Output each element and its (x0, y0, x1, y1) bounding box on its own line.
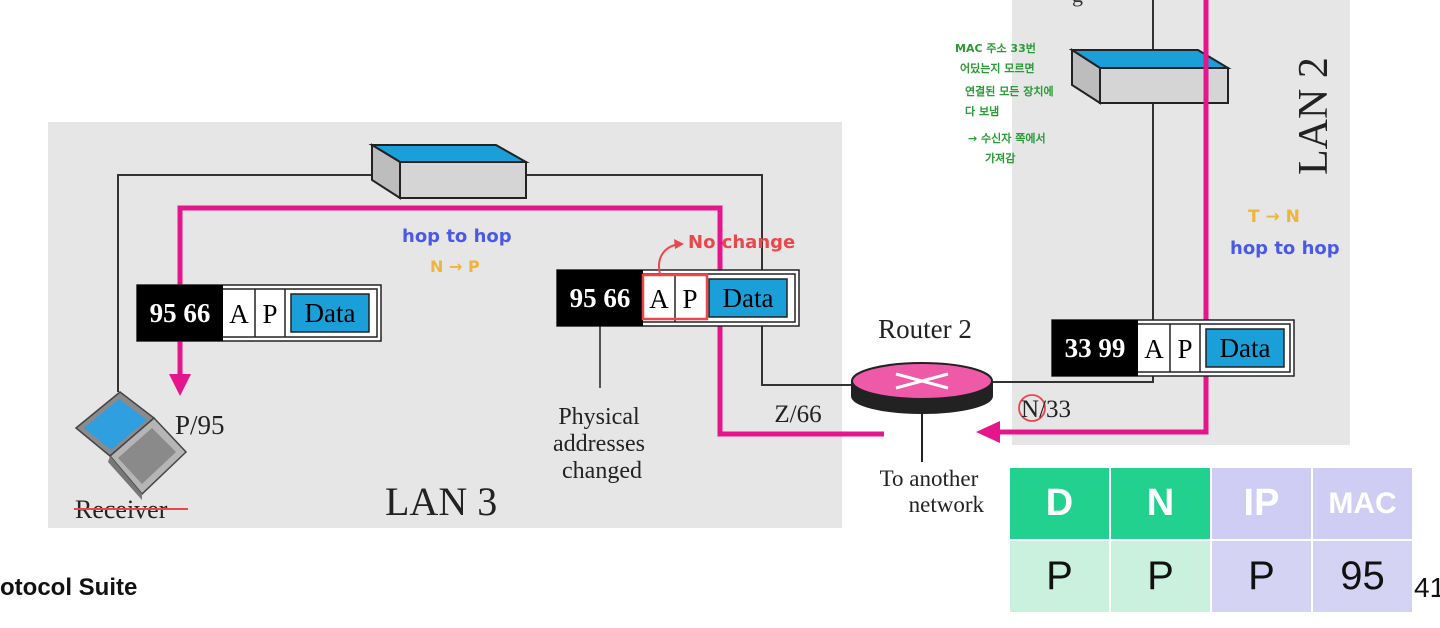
annot-no-change: No change (688, 232, 795, 253)
frame-mid (556, 269, 800, 327)
phys-note: Physical addresses changed (553, 404, 651, 484)
frame-left-data: Data (305, 298, 356, 328)
frame-mid-a: A (649, 284, 669, 314)
frame-mid-addr: 95 66 (570, 283, 631, 313)
frame-left-a: A (229, 299, 249, 329)
router-label: Router 2 (878, 314, 972, 344)
frame-mid-data: Data (723, 283, 774, 313)
annot-korean-note: MAC 주소 33번 어딨는지 모르면 연결된 모든 장치에 다 보냄 → 수신… (955, 41, 1057, 165)
port-p-label: P/95 (175, 410, 225, 440)
annot-t-to-n: T → N (1248, 207, 1300, 227)
frame-left-p: P (262, 299, 277, 329)
annot-hop-left: hop to hop (402, 226, 512, 247)
annot-n-to-p: N → P (430, 257, 480, 276)
table-header-n: N (1111, 468, 1210, 539)
packet-path (169, 0, 1209, 443)
table-header-d: D (1010, 468, 1109, 539)
lan2-label: LAN 2 (1291, 57, 1337, 175)
address-table: D N IP MAC P P P 95 (1008, 466, 1414, 614)
footer-text: otocol Suite (0, 574, 138, 601)
frame-right-p: P (1177, 334, 1192, 364)
switch-lan3 (368, 143, 530, 200)
laptop-icon (74, 391, 188, 500)
table-cell-d: P (1010, 541, 1109, 612)
to-another-network: To another network (880, 466, 985, 517)
lan2-wire (992, 102, 1154, 383)
table-header-mac: MAC (1313, 468, 1412, 539)
table-cell-mac: 95 (1313, 541, 1412, 612)
frame-left-addr: 95 66 (150, 298, 211, 328)
table-row: P P P 95 (1010, 541, 1412, 612)
table-cell-n: P (1111, 541, 1210, 612)
lan3-wire (117, 174, 372, 392)
frame-right-data: Data (1220, 333, 1271, 363)
port-z-label: Z/66 (774, 401, 821, 428)
table-header-row: D N IP MAC (1010, 468, 1412, 539)
frame-mid-p: P (682, 284, 697, 314)
n-circle-mark (1018, 394, 1046, 422)
cut-off-text: g (1072, 0, 1083, 7)
switch-lan2 (1068, 48, 1232, 105)
annot-hop-right: hop to hop (1230, 238, 1340, 259)
lan3-label: LAN 3 (385, 479, 497, 524)
table-cell-ip: P (1212, 541, 1311, 612)
frame-left (136, 284, 382, 342)
page-number: 41 (1414, 572, 1440, 603)
router (851, 362, 993, 462)
frame-right (1051, 319, 1295, 377)
table-header-ip: IP (1212, 468, 1311, 539)
no-change-arrowhead (674, 239, 684, 249)
port-n-label: N/33 (1021, 396, 1071, 423)
frame-right-a: A (1144, 334, 1164, 364)
frame-right-addr: 33 99 (1065, 333, 1126, 363)
